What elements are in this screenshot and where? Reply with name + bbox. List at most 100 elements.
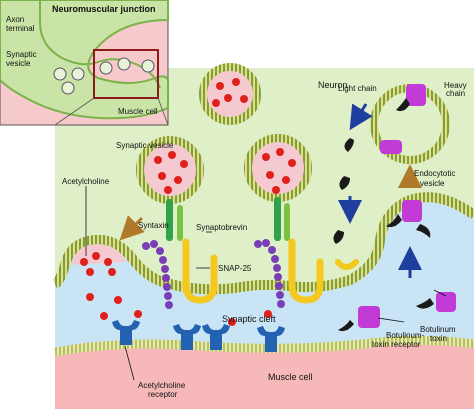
synaptobrevin-label: Synaptobrevin [196, 223, 247, 232]
arrow [349, 103, 373, 131]
toxin-heavy-chain [406, 84, 426, 106]
acetylcholine-molecule [134, 310, 142, 318]
endocytotic-vesicle-label: Endocytotic vesicle [414, 169, 455, 188]
acetylcholine-molecule [272, 186, 280, 194]
svg-text:terminal: terminal [6, 24, 35, 33]
acetylcholine-molecule [86, 268, 94, 276]
svg-text:chain: chain [446, 89, 465, 98]
inset-vesicle [141, 59, 155, 73]
svg-text:Acetylcholine: Acetylcholine [138, 381, 186, 390]
vesicle-top-center [199, 63, 261, 125]
acetylcholine-receptors [112, 320, 285, 352]
inset-title: Neuromuscular junction [52, 4, 156, 14]
acetylcholine-molecule [164, 186, 172, 194]
acetylcholine-molecule [282, 176, 290, 184]
svg-text:toxin receptor: toxin receptor [372, 340, 421, 349]
svg-text:Axon: Axon [6, 15, 24, 24]
syntaxin-protein [166, 197, 281, 241]
acetylcholine-label: Acetylcholine [62, 177, 110, 186]
ach-receptor-line-2: receptor [148, 390, 178, 399]
acetylcholine-molecule [108, 268, 116, 276]
inset-synaptic-vesicle-label: Synaptic vesicle [6, 50, 37, 68]
receptor [202, 324, 230, 350]
acetylcholine-molecule [180, 160, 188, 168]
inset-axon-terminal-label: Axon terminal [6, 15, 35, 33]
acetylcholine-molecule [158, 172, 166, 180]
inset-vesicle [61, 81, 75, 95]
svg-text:receptor: receptor [148, 390, 178, 399]
purple-protein-chain-right [254, 239, 285, 308]
inset-vesicle [53, 67, 67, 81]
svg-text:vesicle: vesicle [420, 179, 445, 188]
synaptobrevin-protein [177, 203, 290, 241]
inset-vesicle [99, 61, 113, 75]
acetylcholine-molecule [92, 252, 100, 260]
acetylcholine-molecule [288, 159, 296, 167]
botulinum-toxin-elements [333, 84, 456, 332]
receptor [173, 324, 201, 350]
toxin-light-chain [338, 320, 354, 332]
toxin-heavy-chain [402, 200, 422, 222]
toxin-heavy-chain [358, 306, 380, 328]
docked-vesicle-right [244, 134, 312, 202]
acetylcholine-molecule [232, 78, 240, 86]
acetylcholine-molecule [86, 293, 94, 301]
svg-text:Heavy: Heavy [444, 81, 467, 90]
zoom-box [93, 49, 159, 99]
light-chain-label: Light chain [338, 84, 377, 93]
acetylcholine-molecule [266, 171, 274, 179]
inset-vesicle [117, 57, 131, 71]
ach-receptor-line-1: Acetylcholine [138, 381, 186, 390]
acetylcholine-in-cleft [86, 293, 272, 326]
toxin-light-chain [396, 98, 410, 112]
arrow [119, 215, 145, 241]
neuron-label: Neuron [318, 80, 348, 90]
light-chain-released [339, 176, 350, 190]
syntaxin-label: Syntaxin [138, 221, 169, 230]
acetylcholine-molecule [212, 99, 220, 107]
acetylcholine-molecule [276, 148, 284, 156]
snap25-label: SNAP-25 [218, 264, 252, 273]
muscle-cell-region [54, 335, 474, 409]
svg-text:toxin: toxin [430, 334, 447, 343]
inset-vesicle [71, 67, 85, 81]
acetylcholine-molecule [114, 296, 122, 304]
svg-text:Endocytotic: Endocytotic [414, 169, 455, 178]
toxin-light-chain [416, 298, 434, 309]
svg-text:vesicle: vesicle [6, 59, 31, 68]
acetylcholine-molecule [104, 258, 112, 266]
botulinum-toxin-label: Botulinum toxin [420, 325, 456, 343]
light-chain-released [333, 230, 344, 244]
synaptic-vesicle-label: Synaptic vesicle [116, 141, 174, 150]
light-chain-released [344, 138, 354, 152]
acetylcholine-molecule [168, 151, 176, 159]
receptor [112, 320, 140, 345]
snap25-protein [182, 238, 359, 304]
acetylcholine-molecule [228, 318, 236, 326]
acetylcholine-molecule [224, 94, 232, 102]
muscle-cell-label: Muscle cell [268, 372, 313, 382]
process-arrows [119, 103, 422, 278]
leader-lines [85, 186, 447, 381]
toxin-light-chain [416, 224, 431, 238]
botulinum-receptor-label: Botulinum- toxin receptor [372, 331, 425, 349]
inset-panel: Neuromuscular junction Axon terminal Syn… [0, 0, 169, 126]
acetylcholine-molecule [240, 95, 248, 103]
acetylcholine-molecule [216, 82, 224, 90]
receptor [257, 326, 285, 352]
acetylcholine-molecule [100, 312, 108, 320]
svg-text:Botulinum: Botulinum [420, 325, 456, 334]
acetylcholine-molecule [154, 156, 162, 164]
acetylcholine-molecule [262, 153, 270, 161]
exocytosis-pocket [72, 244, 126, 276]
inset-muscle-cell-label: Muscle cell [118, 107, 158, 116]
heavy-chain-label: Heavy chain [444, 81, 467, 98]
svg-text:Synaptic: Synaptic [6, 50, 37, 59]
svg-text:Botulinum-: Botulinum- [386, 331, 425, 340]
ach-receptor-label: Acetylcholine receptor [138, 381, 186, 399]
acetylcholine-molecule [174, 176, 182, 184]
acetylcholine-molecule [80, 258, 88, 266]
purple-protein-chain-left [142, 240, 173, 309]
toxin-heavy-chain [436, 292, 456, 312]
